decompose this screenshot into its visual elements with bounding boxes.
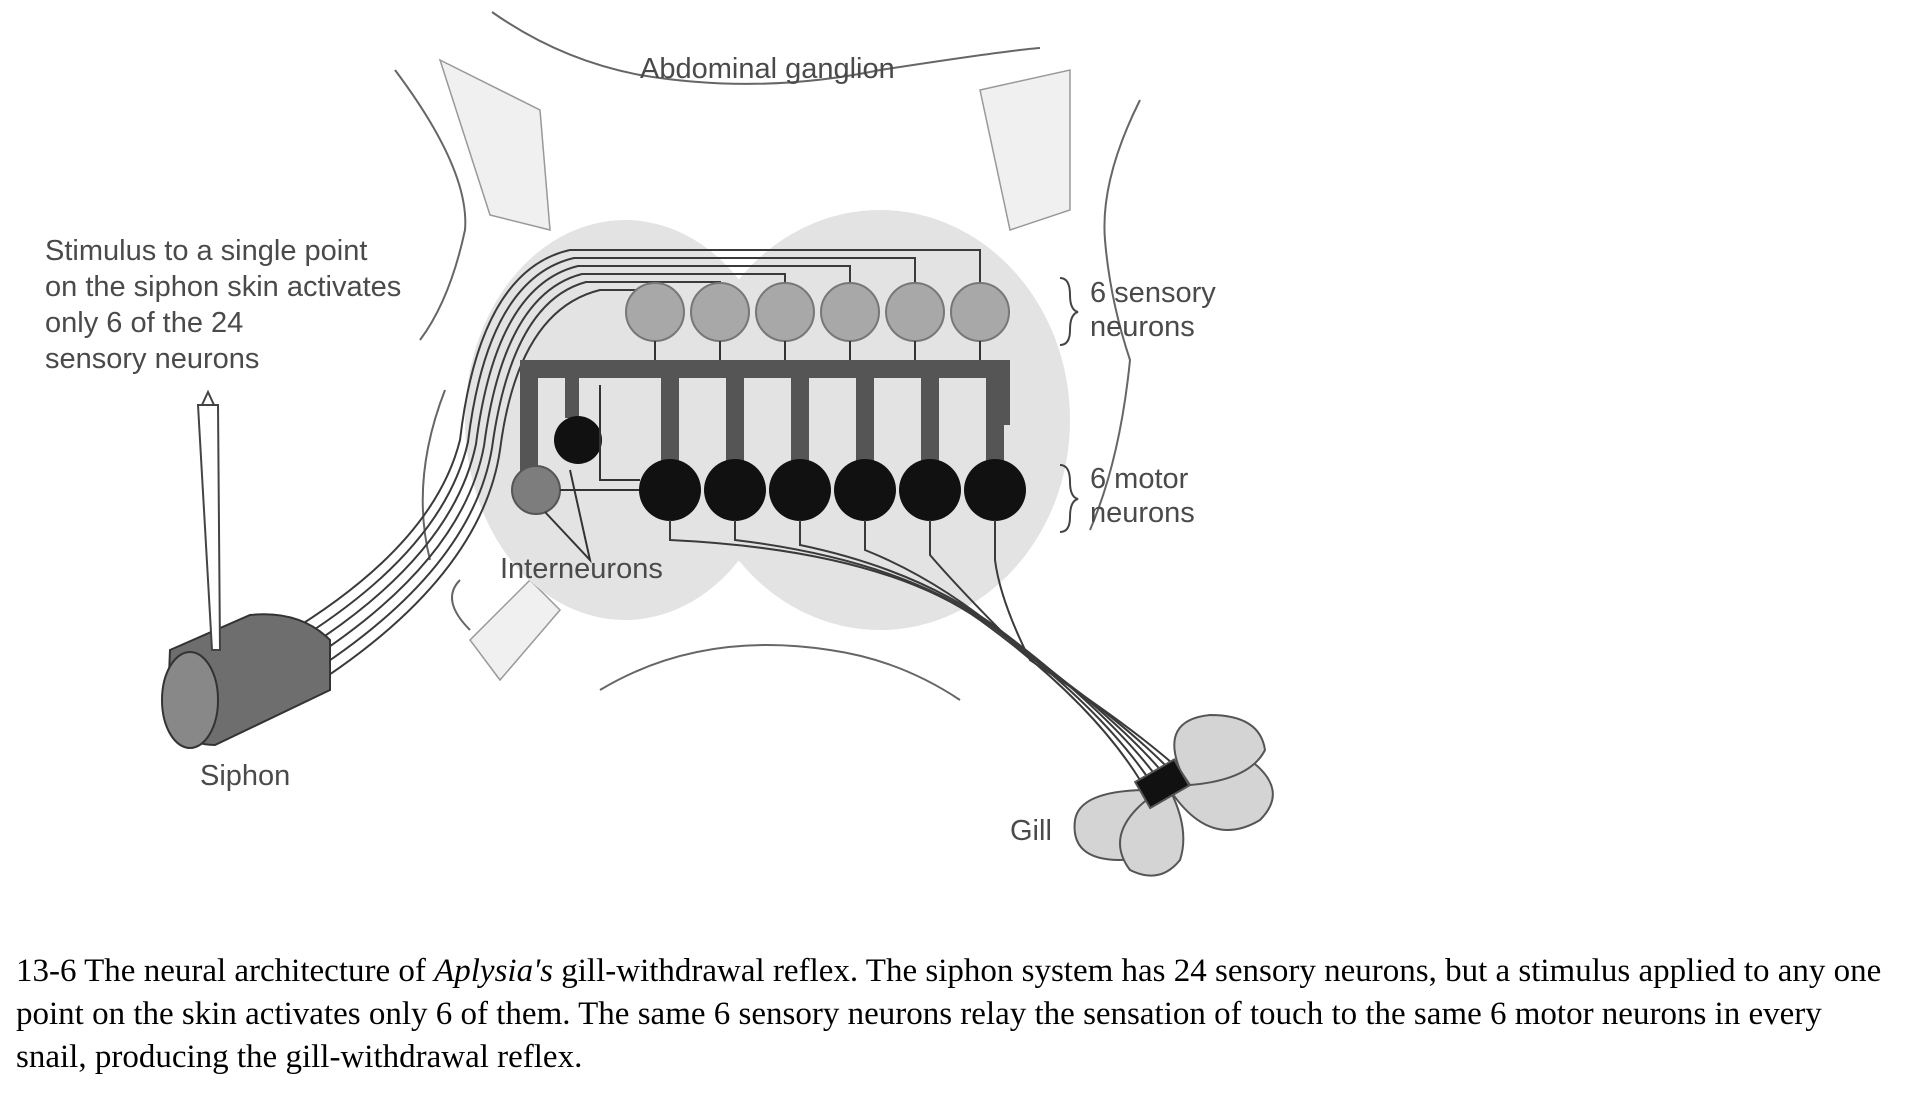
siphon bbox=[161, 389, 331, 749]
pathway-drop bbox=[791, 378, 809, 464]
caption-body: gill-withdrawal reflex. The siphon syste… bbox=[16, 953, 1882, 1075]
sensory-neuron bbox=[755, 282, 815, 342]
caption-species: Aplysia's bbox=[434, 953, 553, 989]
stimulus-probe bbox=[196, 404, 222, 651]
label-stimulus-3: only 6 of the 24 bbox=[45, 307, 243, 339]
pathway-drop bbox=[661, 378, 679, 464]
label-abdominal-ganglion: Abdominal ganglion bbox=[640, 53, 895, 85]
connection-pathway bbox=[520, 360, 1010, 490]
siphon-opening bbox=[161, 651, 219, 749]
pathway-left-drop bbox=[520, 360, 538, 490]
stimulus-probe-tip bbox=[201, 389, 215, 406]
sensory-neuron bbox=[625, 282, 685, 342]
label-stimulus-2: on the siphon skin activates bbox=[45, 271, 401, 303]
interneuron-gray bbox=[511, 465, 561, 515]
sensory-neurons bbox=[625, 282, 1010, 360]
motor-neuron bbox=[964, 459, 1026, 521]
motor-axon-bundle bbox=[669, 520, 1181, 781]
brackets bbox=[1059, 277, 1079, 533]
motor-neuron bbox=[834, 459, 896, 521]
motor-neurons bbox=[639, 459, 1026, 521]
pathway-top-bar bbox=[520, 360, 1010, 378]
pathway-drops bbox=[661, 378, 1004, 464]
interneurons bbox=[511, 385, 640, 564]
label-sensory-1: 6 sensory bbox=[1090, 277, 1216, 309]
label-gill: Gill bbox=[1010, 815, 1052, 847]
gill bbox=[1073, 713, 1274, 877]
label-motor-2: neurons bbox=[1090, 497, 1195, 529]
pathway-drop bbox=[726, 378, 744, 464]
gill-lobe-4 bbox=[1173, 713, 1267, 787]
sensory-neuron bbox=[885, 282, 945, 342]
interneuron-black bbox=[554, 416, 602, 464]
motor-bracket bbox=[1059, 464, 1079, 533]
motor-neuron bbox=[899, 459, 961, 521]
label-siphon: Siphon bbox=[200, 760, 290, 792]
pathway-drop bbox=[921, 378, 939, 464]
sensory-neuron bbox=[820, 282, 880, 342]
nerve-trunks bbox=[438, 58, 1071, 682]
tissue-outlines bbox=[394, 11, 1141, 701]
interneuron-links bbox=[560, 385, 640, 491]
figure-caption: 13-6 The neural architecture of Aplysia'… bbox=[16, 950, 1896, 1079]
interneuron-pointer bbox=[544, 469, 592, 564]
gill-nerve-junction bbox=[1133, 758, 1191, 810]
label-motor-1: 6 motor bbox=[1090, 463, 1189, 495]
label-interneurons: Interneurons bbox=[500, 553, 663, 585]
caption-prefix: 13-6 The neural architecture of bbox=[16, 953, 435, 989]
label-sensory-2: neurons bbox=[1090, 311, 1195, 343]
aplysia-reflex-diagram: Abdominal ganglion Stimulus to a single … bbox=[45, 11, 1274, 877]
interneuron-branch bbox=[565, 378, 579, 418]
sensory-neuron bbox=[950, 282, 1010, 342]
label-stimulus-4: sensory neurons bbox=[45, 343, 259, 375]
motor-neuron bbox=[704, 459, 766, 521]
sensory-neuron bbox=[690, 282, 750, 342]
motor-neuron bbox=[769, 459, 831, 521]
pathway-drop bbox=[856, 378, 874, 464]
label-stimulus-1: Stimulus to a single point bbox=[45, 235, 367, 267]
pathway-drop bbox=[986, 378, 1004, 464]
gill-lobe-2 bbox=[1119, 789, 1185, 877]
sensory-axon-bundle bbox=[239, 249, 981, 701]
motor-neuron bbox=[639, 459, 701, 521]
